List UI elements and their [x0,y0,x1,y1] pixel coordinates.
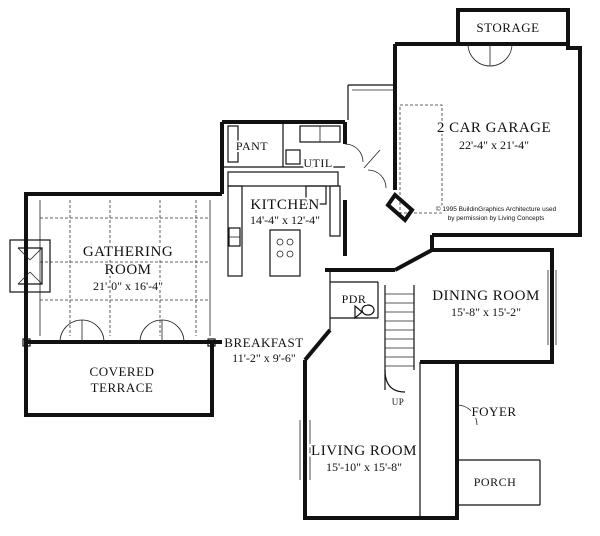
copyright-line-2: by permission by Living Concepts [448,215,546,222]
terrace-label-2: TERRACE [91,380,154,395]
powder-label: PDR [342,292,367,306]
gathering-dims: 21'-0" x 16'-4" [93,279,163,293]
gathering-label-2: ROOM [104,262,151,278]
dining-dims: 15'-8" x 15'-2" [451,305,521,319]
kitchen-label: KITCHEN [250,197,319,213]
foyer-label: FOYER [471,404,516,419]
garage-dims: 22'-4" x 21'-4" [459,138,529,152]
interior-lines [9,43,557,518]
utility-label: UTIL [303,156,332,170]
garage-label: 2 CAR GARAGE [437,120,551,136]
storage-label: STORAGE [476,20,539,35]
kitchen-dims: 14'-4" x 12'-4" [250,213,320,227]
living-label: LIVING ROOM [311,443,417,459]
breakfast-label: BREAKFAST [224,335,303,350]
stair-up-label: UP [392,397,405,407]
living-dims: 15'-10" x 15'-8" [326,460,402,474]
stair-treads [385,293,414,367]
dining-label: DINING ROOM [432,288,540,304]
gathering-label-1: GATHERING [83,244,173,260]
terrace-label-1: COVERED [90,364,155,379]
copyright-line-1: © 1995 BuildinGraphics Architecture used [436,205,557,213]
breakfast-dims: 11'-2" x 9'-6" [232,351,296,365]
pantry-label: PANT [236,139,268,153]
porch-label: PORCH [474,475,517,489]
room-labels: STORAGE 2 CAR GARAGE 22'-4" x 21'-4" © 1… [81,20,559,491]
